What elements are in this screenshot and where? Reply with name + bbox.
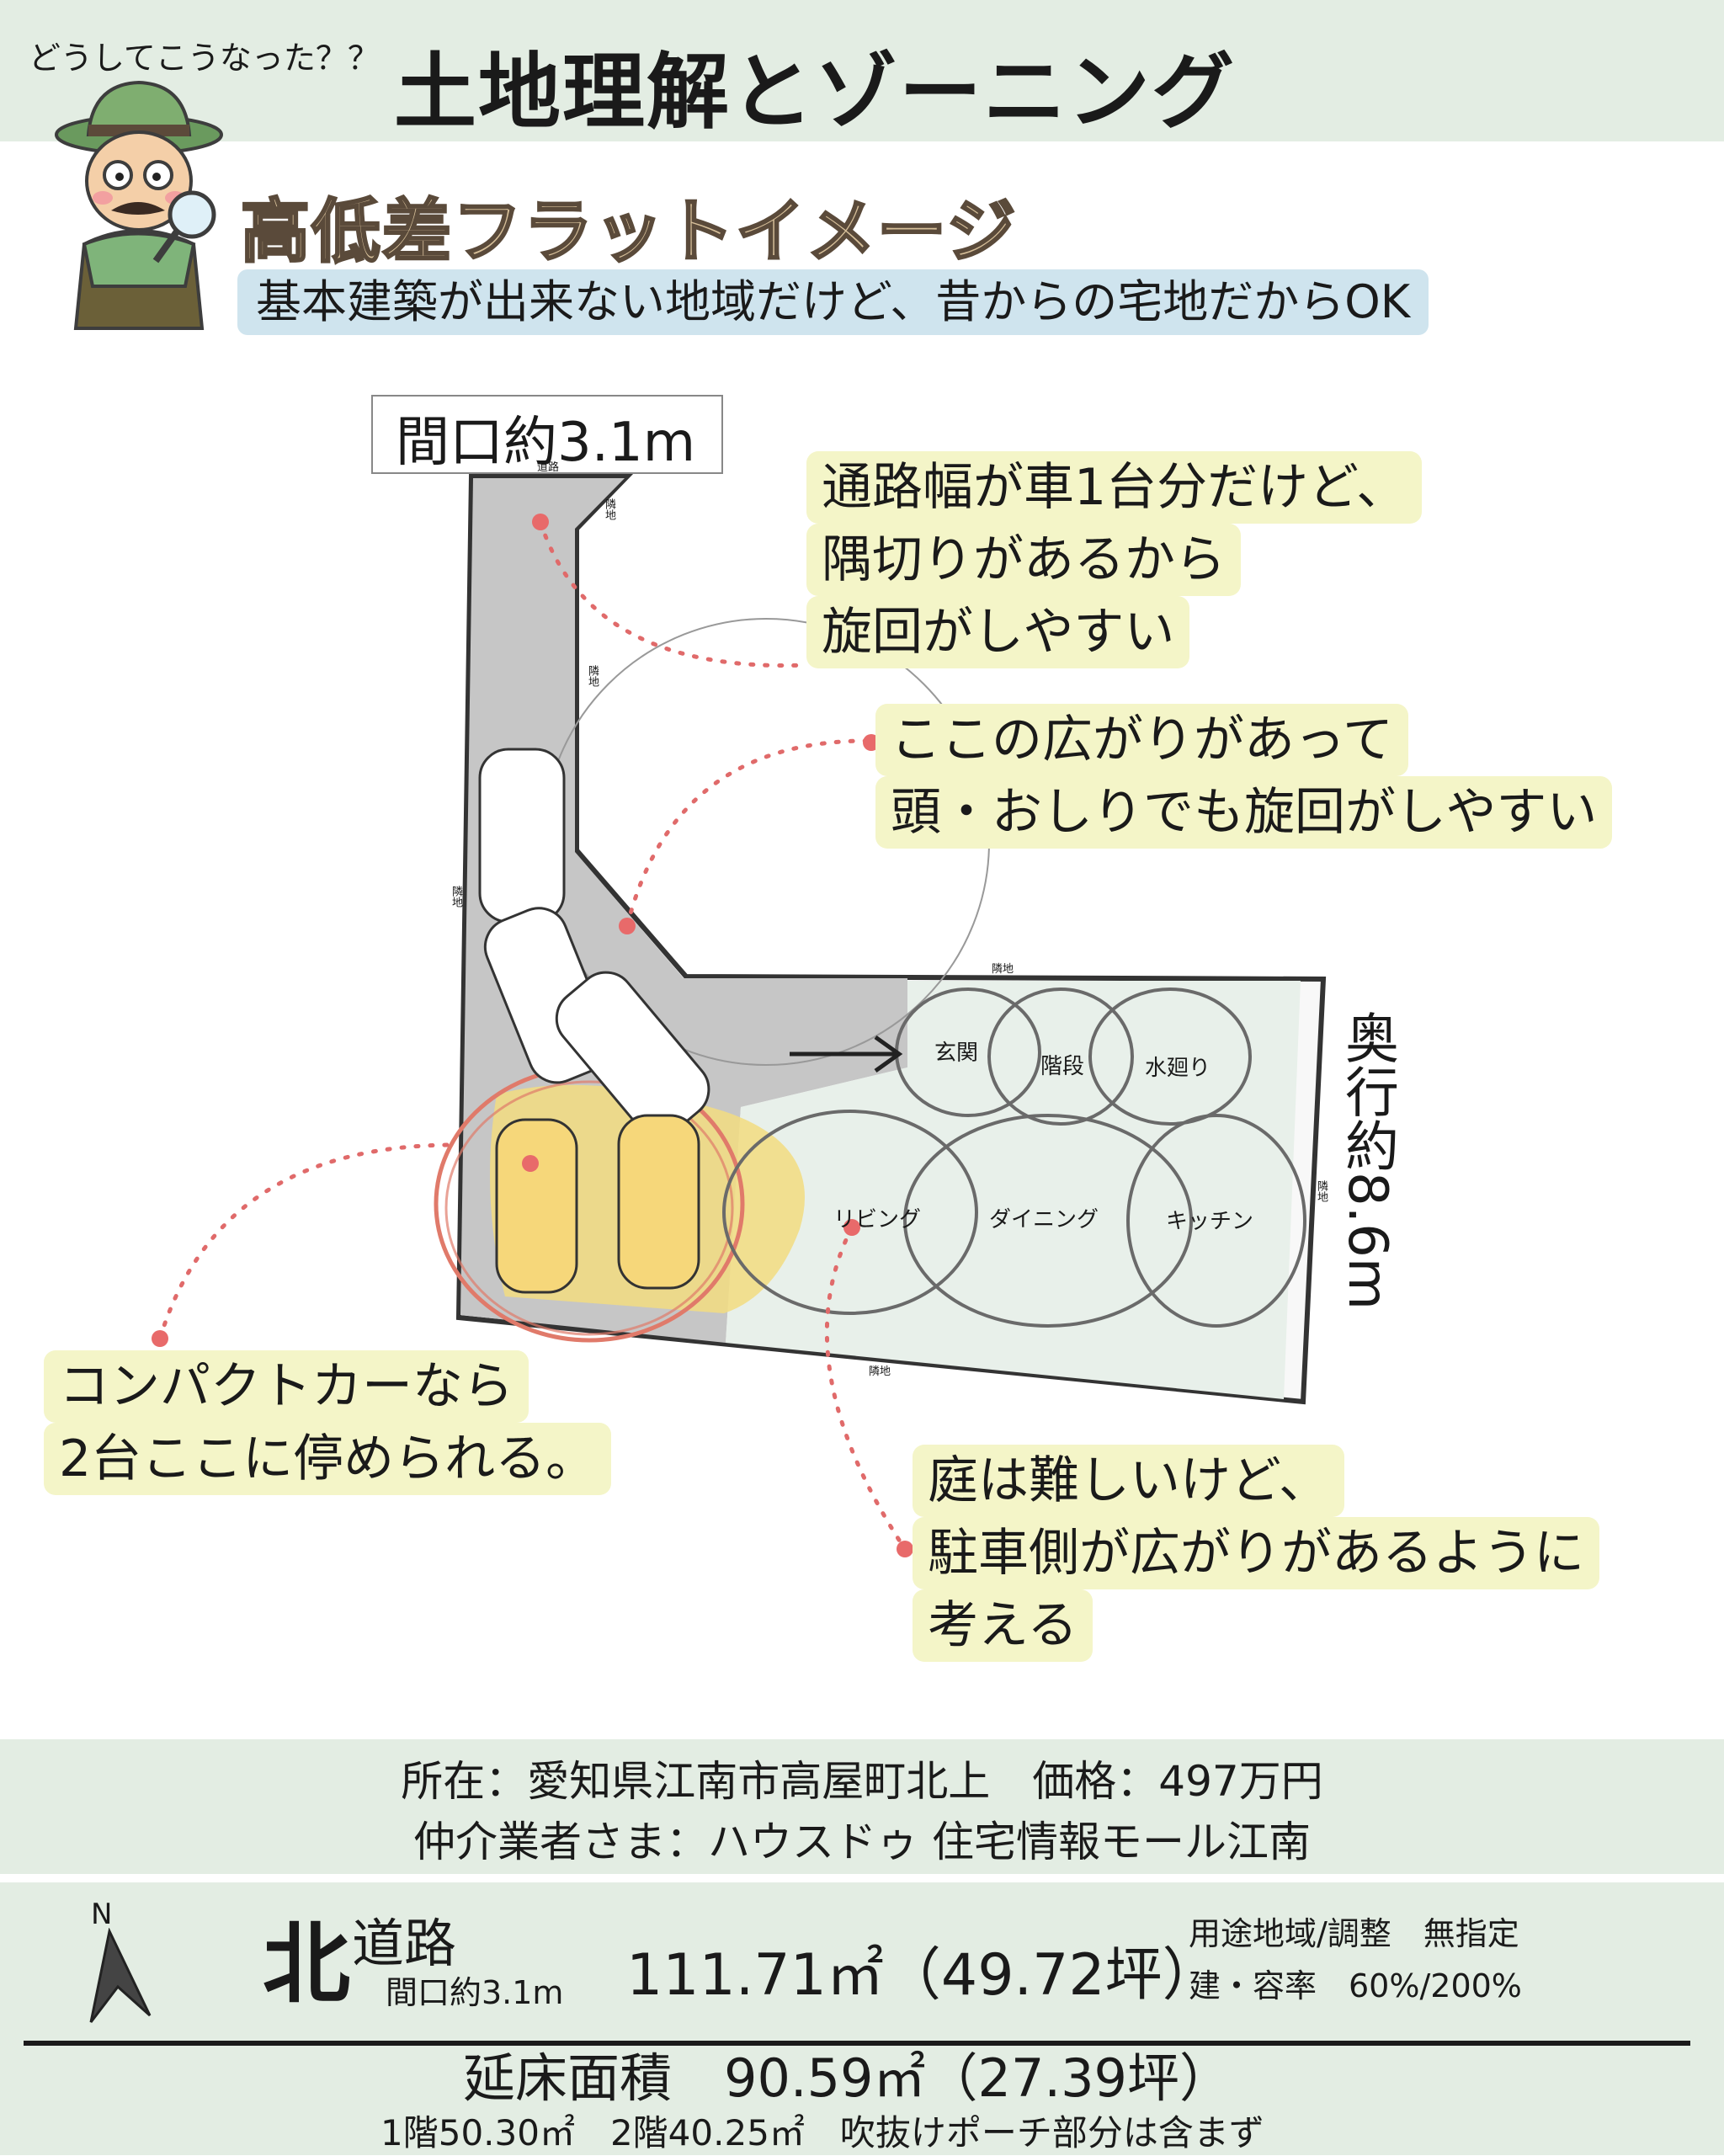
north-label: 北	[263, 1913, 351, 2015]
parking-circle-b	[444, 1080, 734, 1336]
neighbor-label-2: 隣地	[586, 665, 599, 687]
note-line: 2台ここに停められる。	[44, 1423, 612, 1495]
note-line: ここの広がりがあって	[875, 704, 1408, 776]
site-plan	[152, 395, 1327, 1557]
floor-area: 延床面積 90.59㎡（27.39坪）	[463, 2047, 1232, 2109]
header-subtitle: どうしてこうなった？？	[29, 40, 380, 77]
zoning-loops	[722, 988, 1306, 1328]
parked-car-1	[495, 1118, 578, 1294]
floor-breakdown: 1階50.30㎡ 2階40.25㎡ 吹抜けポーチ部分は含まず	[380, 2112, 1264, 2153]
zoning-info: 用途地域/調整 無指定	[1189, 1915, 1519, 1952]
neighbor-label-1: 隣地	[603, 498, 615, 520]
house-zone	[726, 981, 1301, 1399]
detective-illustration	[55, 80, 223, 330]
entry-arrow	[790, 1035, 903, 1073]
parked-car-2	[617, 1114, 700, 1290]
note-turning-space: ここの広がりがあって 頭・おしりでも旋回がしやすい	[875, 704, 1613, 849]
note-garden: 庭は難しいけど、 駐車側が広がりがあるように 考える	[913, 1445, 1599, 1662]
north-arrow-icon	[89, 1928, 152, 2023]
property-info-band: 所在：愛知県江南市高屋町北上 価格：497万円 仲介業者さま：ハウスドゥ 住宅情…	[0, 1739, 1724, 1874]
neighbor-label-4: 隣地	[992, 963, 1014, 976]
coverage-ratio: 建・容率 60%/200%	[1189, 1967, 1522, 2004]
road-label: 道路	[352, 1913, 457, 1974]
frontage-label: 間口約3.1m	[396, 412, 696, 474]
note-turning-corner: 通路幅が車1台分だけど、 隅切りがあるから 旋回がしやすい	[806, 451, 1423, 668]
note-line: 頭・おしりでも旋回がしやすい	[875, 776, 1613, 849]
note-line: 通路幅が車1台分だけど、	[806, 451, 1423, 524]
neighbor-label-6: 隣地	[869, 1365, 891, 1378]
room-dining: ダイニング	[989, 1207, 1099, 1232]
frontage-spec: 間口約3.1m	[386, 1974, 564, 2011]
callout-lines	[157, 519, 907, 1552]
neighbor-label-5: 隣地	[1315, 1180, 1328, 1202]
room-stairs: 階段	[1040, 1054, 1085, 1079]
section-note: 基本建築が出来ない地域だけど、昔からの宅地だからOK	[237, 269, 1429, 335]
car-1	[478, 748, 566, 924]
room-utilities: 水廻り	[1145, 1056, 1211, 1081]
neighbor-label-3: 隣地	[450, 886, 462, 908]
property-broker: 仲介業者さま：ハウスドゥ 住宅情報モール江南	[413, 1818, 1311, 1866]
property-location-price: 所在：愛知県江南市高屋町北上 価格：497万円	[401, 1757, 1323, 1806]
callout-dots	[152, 514, 913, 1557]
note-line: 考える	[913, 1589, 1093, 1662]
note-line: 庭は難しいけど、	[913, 1445, 1344, 1517]
note-line: コンパクトカーなら	[44, 1350, 529, 1423]
note-line: 隅切りがあるから	[806, 524, 1241, 596]
note-parking: コンパクトカーなら 2台ここに停められる。	[44, 1350, 612, 1495]
depth-label: 奥行約8.6m	[1336, 1010, 1398, 1311]
moving-cars	[478, 748, 710, 1137]
section-title: 高低差フラットイメージ	[239, 191, 1018, 274]
parked-cars	[495, 1114, 700, 1294]
north-letter: N	[91, 1898, 113, 1931]
note-line: 駐車側が広がりがあるように	[913, 1517, 1599, 1589]
room-entrance: 玄関	[934, 1041, 979, 1066]
frontage-box	[371, 395, 723, 474]
page-title: 土地理解とゾーニング	[394, 45, 1237, 141]
room-living: リビング	[833, 1207, 922, 1232]
room-kitchen: キッチン	[1166, 1209, 1254, 1234]
lot-area: 111.71㎡（49.72坪）	[626, 1942, 1220, 2009]
specs-band	[0, 1882, 1724, 2155]
header-band	[0, 0, 1724, 141]
divider-line	[24, 2041, 1690, 2046]
note-line: 旋回がしやすい	[806, 596, 1190, 668]
road-small-label: 道路	[537, 461, 560, 474]
car-3	[555, 971, 710, 1137]
